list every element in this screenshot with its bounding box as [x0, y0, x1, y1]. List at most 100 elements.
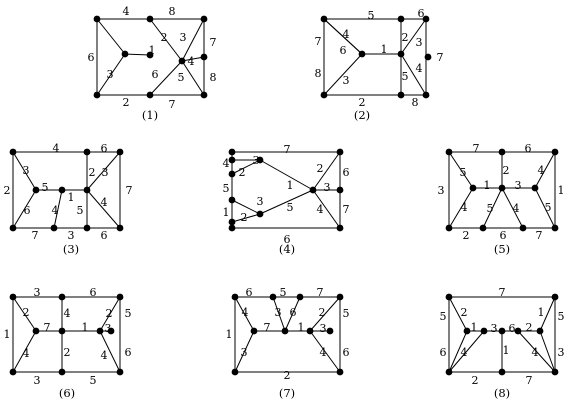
graph-7-edge-label: 5 [280, 286, 287, 299]
graph-6-node [58, 368, 66, 376]
graph-4-edge-label: 5 [223, 182, 230, 195]
graph-6-node [107, 327, 115, 335]
graph-7-edge-label: 3 [275, 306, 282, 319]
graph-3-edge-label: 6 [24, 204, 31, 217]
graph-1-edge-label: 4 [188, 55, 195, 68]
graph-3-edge [86, 151, 121, 191]
graph-3-node [83, 186, 91, 194]
graph-7-edge-label: 6 [343, 346, 350, 359]
graph-5-node [551, 224, 559, 232]
graph-4-edge [312, 189, 341, 229]
graph-1-node [146, 15, 154, 23]
graph-4-node [228, 218, 236, 226]
graph-4-node [228, 224, 236, 232]
graph-7-edge-label: 1 [298, 321, 305, 334]
graph-6-edge-label: 5 [90, 374, 97, 387]
graph-5-edge-label: 2 [503, 164, 510, 177]
graph-4-edge-label: 3 [324, 181, 331, 194]
graph-8-edge-label: 2 [526, 321, 533, 334]
graph-1-node [178, 57, 186, 65]
graph-2-edge-label: 2 [359, 96, 366, 109]
graph-3-node [116, 148, 124, 156]
graph-4-node [256, 156, 264, 164]
graph-1-edge [96, 53, 126, 96]
graph-4-edge-label: 1 [223, 206, 230, 219]
graph-6-node [58, 327, 66, 335]
graph-8-node [498, 327, 506, 335]
graph-7-edge-label: 3 [320, 322, 327, 335]
graph-7-edge-label: 4 [242, 306, 249, 319]
graph-5-edge-label: 4 [538, 164, 545, 177]
edges-layer [12, 18, 556, 373]
graph-6-node [9, 368, 17, 376]
graph-5-edge-label: 5 [545, 201, 552, 214]
graph-7-edge-label: 7 [264, 321, 271, 334]
graph-8-edge-label: 2 [472, 374, 479, 387]
graph-1-edge-label: 2 [161, 31, 168, 44]
graph-1-edge-label: 4 [123, 5, 130, 18]
graph-3-edge-label: 5 [77, 204, 84, 217]
graph-7-node [336, 293, 344, 301]
graph-8-edge [539, 330, 556, 373]
graph-2-edge-label: 4 [343, 28, 350, 41]
graph-5-edge-label: 5 [487, 202, 494, 215]
graph-6-node [9, 293, 17, 301]
graph-1-node [146, 91, 154, 99]
graph-1-edge-label: 1 [149, 44, 156, 57]
graph-8-edge [517, 330, 556, 373]
graph-6-edge-label: 4 [101, 349, 108, 362]
graph-3-edge-label: 3 [68, 229, 75, 242]
graph-7-edge-label: 5 [343, 307, 350, 320]
graph-7-edge [234, 330, 255, 373]
graph-7-edge-label: 3 [241, 346, 248, 359]
graph-3-caption: (3) [63, 242, 79, 256]
graph-3-edge-label: 7 [32, 229, 39, 242]
graph-1-edge [181, 60, 205, 96]
graph-3-edge-label: 6 [101, 229, 108, 242]
graph-6-node [32, 327, 40, 335]
graph-1-edge [181, 56, 205, 62]
graph-6-edge-label: 1 [4, 328, 11, 341]
graph-2-edge-label: 5 [402, 70, 409, 83]
graph-5-edge-label: 6 [500, 229, 507, 242]
graph-8-caption: (8) [494, 386, 510, 400]
graph-3-edge-label: 4 [52, 204, 59, 217]
graph-8-node [445, 293, 453, 301]
graph-2-edge-label: 7 [315, 35, 322, 48]
graph-4-node [228, 196, 236, 204]
graph-1-caption: (1) [142, 108, 158, 122]
graph-3-edge [53, 189, 63, 229]
graph-8-node [536, 327, 544, 335]
graph-1-edge-label: 7 [169, 98, 176, 111]
graph-5-edge-label: 5 [460, 166, 467, 179]
graph-8-node [480, 327, 488, 335]
graph-1-edge-label: 3 [107, 68, 114, 81]
graph-6-edge [12, 296, 37, 332]
graph-4-node [256, 210, 264, 218]
graph-1-edge-label: 6 [88, 51, 95, 64]
graph-6-edge [99, 330, 121, 373]
graph-7-edge-label: 1 [226, 328, 233, 341]
graph-4-edge-label: 6 [343, 166, 350, 179]
graph-3-node [116, 224, 124, 232]
graph-4-edge-label: 3 [257, 195, 264, 208]
graph-8-node [463, 327, 471, 335]
graph-1-node [200, 53, 208, 61]
graph-5-edge [501, 187, 524, 229]
graph-7-edge [309, 330, 341, 373]
graph-8-edge-label: 4 [461, 346, 468, 359]
graph-8-edge-label: 1 [471, 321, 478, 334]
graph-4-edge-label: 1 [287, 179, 294, 192]
graph-5-node [479, 224, 487, 232]
graph-8-edge-label: 6 [509, 322, 516, 335]
graph-2-node [320, 15, 328, 23]
graph-3-edge-label: 7 [126, 184, 133, 197]
graph-1-edge-label: 5 [178, 71, 185, 84]
graph-7-edge-label: 2 [319, 306, 326, 319]
graph-8-node [551, 368, 559, 376]
graph-1-node [146, 51, 154, 59]
graph-3-edge-label: 4 [53, 142, 60, 155]
graph-2-node [397, 15, 405, 23]
graph-1-edge [124, 53, 151, 56]
